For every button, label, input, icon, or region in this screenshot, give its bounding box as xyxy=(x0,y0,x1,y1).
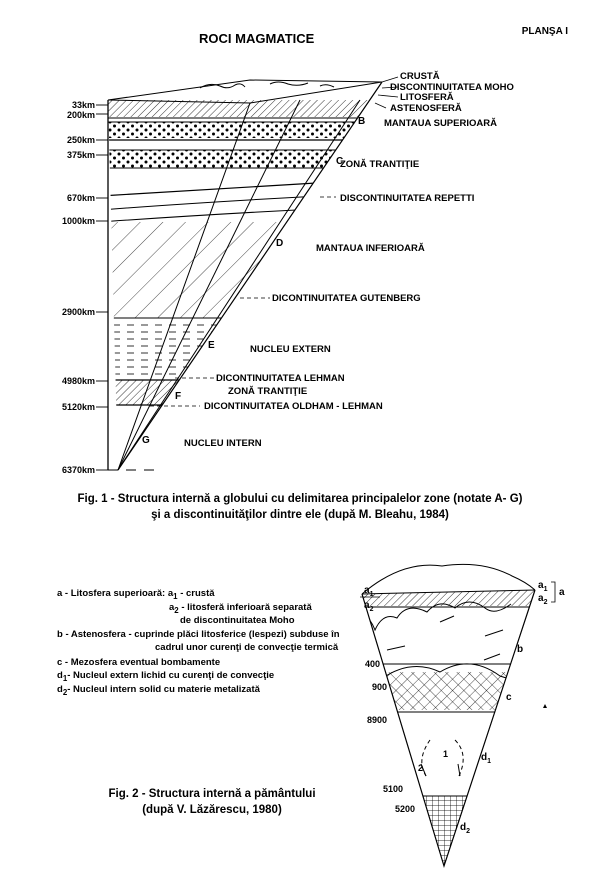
fig1-depth-labels: 33km 200km 250km 375km 670km 1000km 2900… xyxy=(62,100,95,475)
arrow-label: 2 xyxy=(418,763,423,773)
label-lehman: DICONTINUITATEA LEHMAN xyxy=(216,373,345,384)
zone-letter: B xyxy=(358,116,365,127)
label-astenosfera: ASTENOSFERĂ xyxy=(390,103,462,114)
depth-label: 6370km xyxy=(62,465,95,475)
label-a1-left: a1 xyxy=(364,585,374,598)
fig2-caption-line1: Fig. 2 - Structura internă a pământului xyxy=(108,788,316,800)
depth-label: 375km xyxy=(67,150,95,160)
label-a2-left: a2 xyxy=(364,600,374,613)
label-d2: d2 xyxy=(460,822,470,835)
depth-label: 2900km xyxy=(62,307,95,317)
zone-letter: C xyxy=(336,156,343,167)
label-gutenberg: DICONTINUITATEA GUTENBERG xyxy=(272,293,421,304)
zone-letter: G xyxy=(142,435,150,446)
depth-label: 900 xyxy=(372,682,387,692)
fig1-caption-line1: Fig. 1 - Structura internă a globului cu… xyxy=(77,493,523,505)
arrow-label: 1 xyxy=(443,749,448,759)
depth-label: 250km xyxy=(67,135,95,145)
label-a2-right: a2 xyxy=(538,593,548,606)
depth-label: 33km xyxy=(72,100,95,110)
label-c: c xyxy=(506,692,512,703)
zone-letter: D xyxy=(276,238,283,249)
legend-b-line2: cadrul unor curenţi de convecţie termică xyxy=(155,642,339,653)
fig1-depth-ticks xyxy=(96,104,108,471)
label-a-bracket: a xyxy=(559,587,565,598)
label-moho: DISCONTINUITATEA MOHO xyxy=(390,82,514,93)
fig1-leader-lines xyxy=(150,76,399,407)
fig2-letter-labels: a1 a2 a1 a2 a b c d1 d2 1 2 xyxy=(360,580,565,835)
depth-label: 5100 xyxy=(383,784,403,794)
label-repetti: DISCONTINUITATEA REPETTI xyxy=(340,193,474,204)
depth-label: 8900 xyxy=(367,715,387,725)
fig1-labels: CRUSTĂ DISCONTINUITATEA MOHO LITOSFERĂ A… xyxy=(184,71,514,449)
legend-d2: d2- Nucleul intern solid cu materie meta… xyxy=(57,684,260,697)
legend-c: c - Mezosfera eventual bombamente xyxy=(57,657,221,668)
depth-label: 400 xyxy=(365,659,380,669)
zone-letter: F xyxy=(175,391,181,402)
label-oldham: DICONTINUITATEA OLDHAM - LEHMAN xyxy=(204,401,383,412)
depth-label: 5200 xyxy=(395,804,415,814)
label-a1-right: a1 xyxy=(538,580,548,593)
depth-label: 4980km xyxy=(62,376,95,386)
label-d1: d1 xyxy=(481,752,491,765)
label-nucleu-int: NUCLEU INTERN xyxy=(184,438,262,449)
zone-letter: E xyxy=(208,340,215,351)
depth-label: 670km xyxy=(67,193,95,203)
label-crusta: CRUSTĂ xyxy=(400,71,440,82)
label-litosfera: LITOSFERĂ xyxy=(400,92,454,103)
fig1-zone-letters: B C D E F G xyxy=(142,116,365,446)
legend-d1: d1- Nucleul extern lichid cu curenţi de … xyxy=(57,670,275,683)
label-b: b xyxy=(517,644,523,655)
legend-a2: a2 - litosferă inferioară separată xyxy=(169,602,312,615)
plate-number: PLANŞA I xyxy=(521,26,568,37)
legend-b-line1: b - Astenosfera - cuprinde plăci litosfe… xyxy=(57,629,340,640)
depth-label: 1000km xyxy=(62,216,95,226)
legend-a: a - Litosfera superioară: a1 - crustă xyxy=(57,588,215,601)
label-nucleu-ext: NUCLEU EXTERN xyxy=(250,344,331,355)
depth-label: 5120km xyxy=(62,402,95,412)
small-marker xyxy=(543,704,547,708)
label-mantaua-sup: MANTAUA SUPERIOARĂ xyxy=(384,118,497,129)
legend-a2-cont: de discontinuitatea Moho xyxy=(180,615,295,626)
label-zona-1: ZONĂ TRANTIŢIE xyxy=(340,159,419,170)
page-title: ROCI MAGMATICE xyxy=(199,31,315,46)
fig2-depth-labels: 400 900 8900 5100 5200 xyxy=(365,659,415,814)
label-zona-2: ZONĂ TRANTIŢIE xyxy=(228,386,307,397)
fig2-caption-line2: (după V. Lăzărescu, 1980) xyxy=(142,804,282,816)
label-mantaua-inf: MANTAUA INFERIOARĂ xyxy=(316,243,425,254)
depth-label: 200km xyxy=(67,110,95,120)
fig1-caption-line2: şi a discontinuităţilor dintre ele (după… xyxy=(151,509,449,521)
